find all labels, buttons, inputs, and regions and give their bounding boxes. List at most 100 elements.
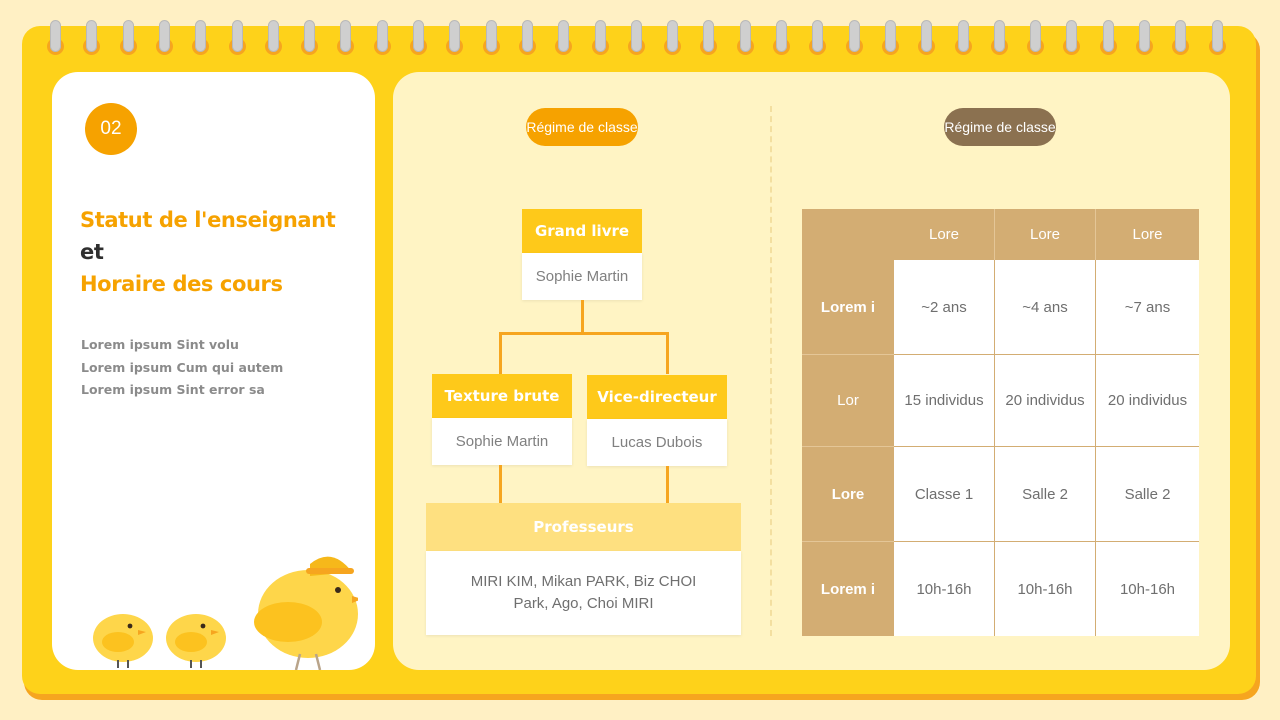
ring-icon <box>703 20 714 58</box>
ring-icon <box>812 20 823 58</box>
ring-icon <box>1212 20 1223 58</box>
ring-icon <box>1139 20 1150 58</box>
table-cell: 15 individus <box>894 355 994 446</box>
small-chick-icon <box>166 614 226 668</box>
ring-wire <box>958 20 969 52</box>
ring-icon <box>413 20 424 58</box>
ring-icon <box>631 20 642 58</box>
ring-wire <box>195 20 206 52</box>
ring-wire <box>667 20 678 52</box>
ring-wire <box>50 20 61 52</box>
ring-icon <box>86 20 97 58</box>
ring-wire <box>921 20 932 52</box>
slide-number-badge: 02 <box>85 103 137 155</box>
ring-wire <box>1103 20 1114 52</box>
ring-wire <box>268 20 279 52</box>
ring-wire <box>304 20 315 52</box>
ring-icon <box>377 20 388 58</box>
ring-icon <box>885 20 896 58</box>
ring-icon <box>921 20 932 58</box>
table-cell: Classe 1 <box>894 447 994 541</box>
org-section-pill: Régime de classe <box>526 108 638 146</box>
ring-wire <box>740 20 751 52</box>
ring-icon <box>1175 20 1186 58</box>
ring-icon <box>486 20 497 58</box>
ring-icon <box>740 20 751 58</box>
content-panel: Régime de classe Régime de classe Grand … <box>393 72 1230 670</box>
ring-wire <box>776 20 787 52</box>
title-line-2: et <box>80 236 335 268</box>
ring-icon <box>776 20 787 58</box>
table-cell: 10h-16h <box>995 542 1095 636</box>
ring-icon <box>595 20 606 58</box>
title-line-3: Horaire des cours <box>80 268 335 300</box>
professors-title: Professeurs <box>426 503 741 551</box>
table-section-pill: Régime de classe <box>944 108 1056 146</box>
org-connector <box>581 300 584 334</box>
ring-wire <box>595 20 606 52</box>
ring-wire <box>1030 20 1041 52</box>
title-card: 02 Statut de l'enseignant et Horaire des… <box>52 72 375 670</box>
ring-icon <box>50 20 61 58</box>
professors-line: Park, Ago, Choi MIRI <box>426 593 741 615</box>
ring-icon <box>1066 20 1077 58</box>
title-line-1: Statut de l'enseignant <box>80 204 335 236</box>
ring-wire <box>558 20 569 52</box>
ring-icon <box>123 20 134 58</box>
org-right-name: Lucas Dubois <box>587 419 727 466</box>
table-cell: ~2 ans <box>894 260 994 354</box>
table-cell: 10h-16h <box>1096 542 1199 636</box>
ring-wire <box>486 20 497 52</box>
ring-wire <box>123 20 134 52</box>
ring-wire <box>1066 20 1077 52</box>
description: Lorem ipsum Sint volu Lorem ipsum Cum qu… <box>81 334 283 402</box>
ring-icon <box>994 20 1005 58</box>
org-top-name: Sophie Martin <box>522 253 642 300</box>
row-label: Lor <box>802 355 894 446</box>
row-label: Lore <box>802 447 894 541</box>
ring-wire <box>377 20 388 52</box>
org-connector <box>499 332 502 374</box>
org-right-title: Vice-directeur <box>587 375 727 419</box>
ring-icon <box>268 20 279 58</box>
hen-with-hat-icon <box>254 557 358 670</box>
ring-wire <box>849 20 860 52</box>
ring-wire <box>885 20 896 52</box>
ring-wire <box>86 20 97 52</box>
ring-wire <box>631 20 642 52</box>
org-connector <box>499 332 669 335</box>
description-line: Lorem ipsum Sint volu <box>81 334 283 357</box>
ring-wire <box>522 20 533 52</box>
table-header: Lore <box>894 209 994 260</box>
ring-wire <box>703 20 714 52</box>
table-cell: Salle 2 <box>1096 447 1199 541</box>
ring-icon <box>449 20 460 58</box>
ring-wire <box>159 20 170 52</box>
slide-title: Statut de l'enseignant et Horaire des co… <box>80 204 335 300</box>
ring-icon <box>522 20 533 58</box>
org-left-name: Sophie Martin <box>432 418 572 465</box>
ring-icon <box>958 20 969 58</box>
ring-icon <box>849 20 860 58</box>
org-top-title: Grand livre <box>522 209 642 253</box>
table-cell: 20 individus <box>1096 355 1199 446</box>
ring-wire <box>1212 20 1223 52</box>
org-left-title: Texture brute <box>432 374 572 418</box>
description-line: Lorem ipsum Sint error sa <box>81 379 283 402</box>
professors-line: MIRI KIM, Mikan PARK, Biz CHOI <box>426 571 741 593</box>
ring-icon <box>1103 20 1114 58</box>
ring-wire <box>449 20 460 52</box>
org-connector <box>666 332 669 374</box>
org-connector <box>499 465 502 503</box>
ring-icon <box>340 20 351 58</box>
ring-wire <box>1139 20 1150 52</box>
dashed-divider <box>770 106 772 636</box>
description-line: Lorem ipsum Cum qui autem <box>81 357 283 380</box>
row-label: Lorem i <box>802 542 894 636</box>
table-cell: ~4 ans <box>995 260 1095 354</box>
table-cell: 10h-16h <box>894 542 994 636</box>
chicks-illustration <box>88 542 358 670</box>
ring-icon <box>195 20 206 58</box>
ring-wire <box>232 20 243 52</box>
ring-icon <box>667 20 678 58</box>
